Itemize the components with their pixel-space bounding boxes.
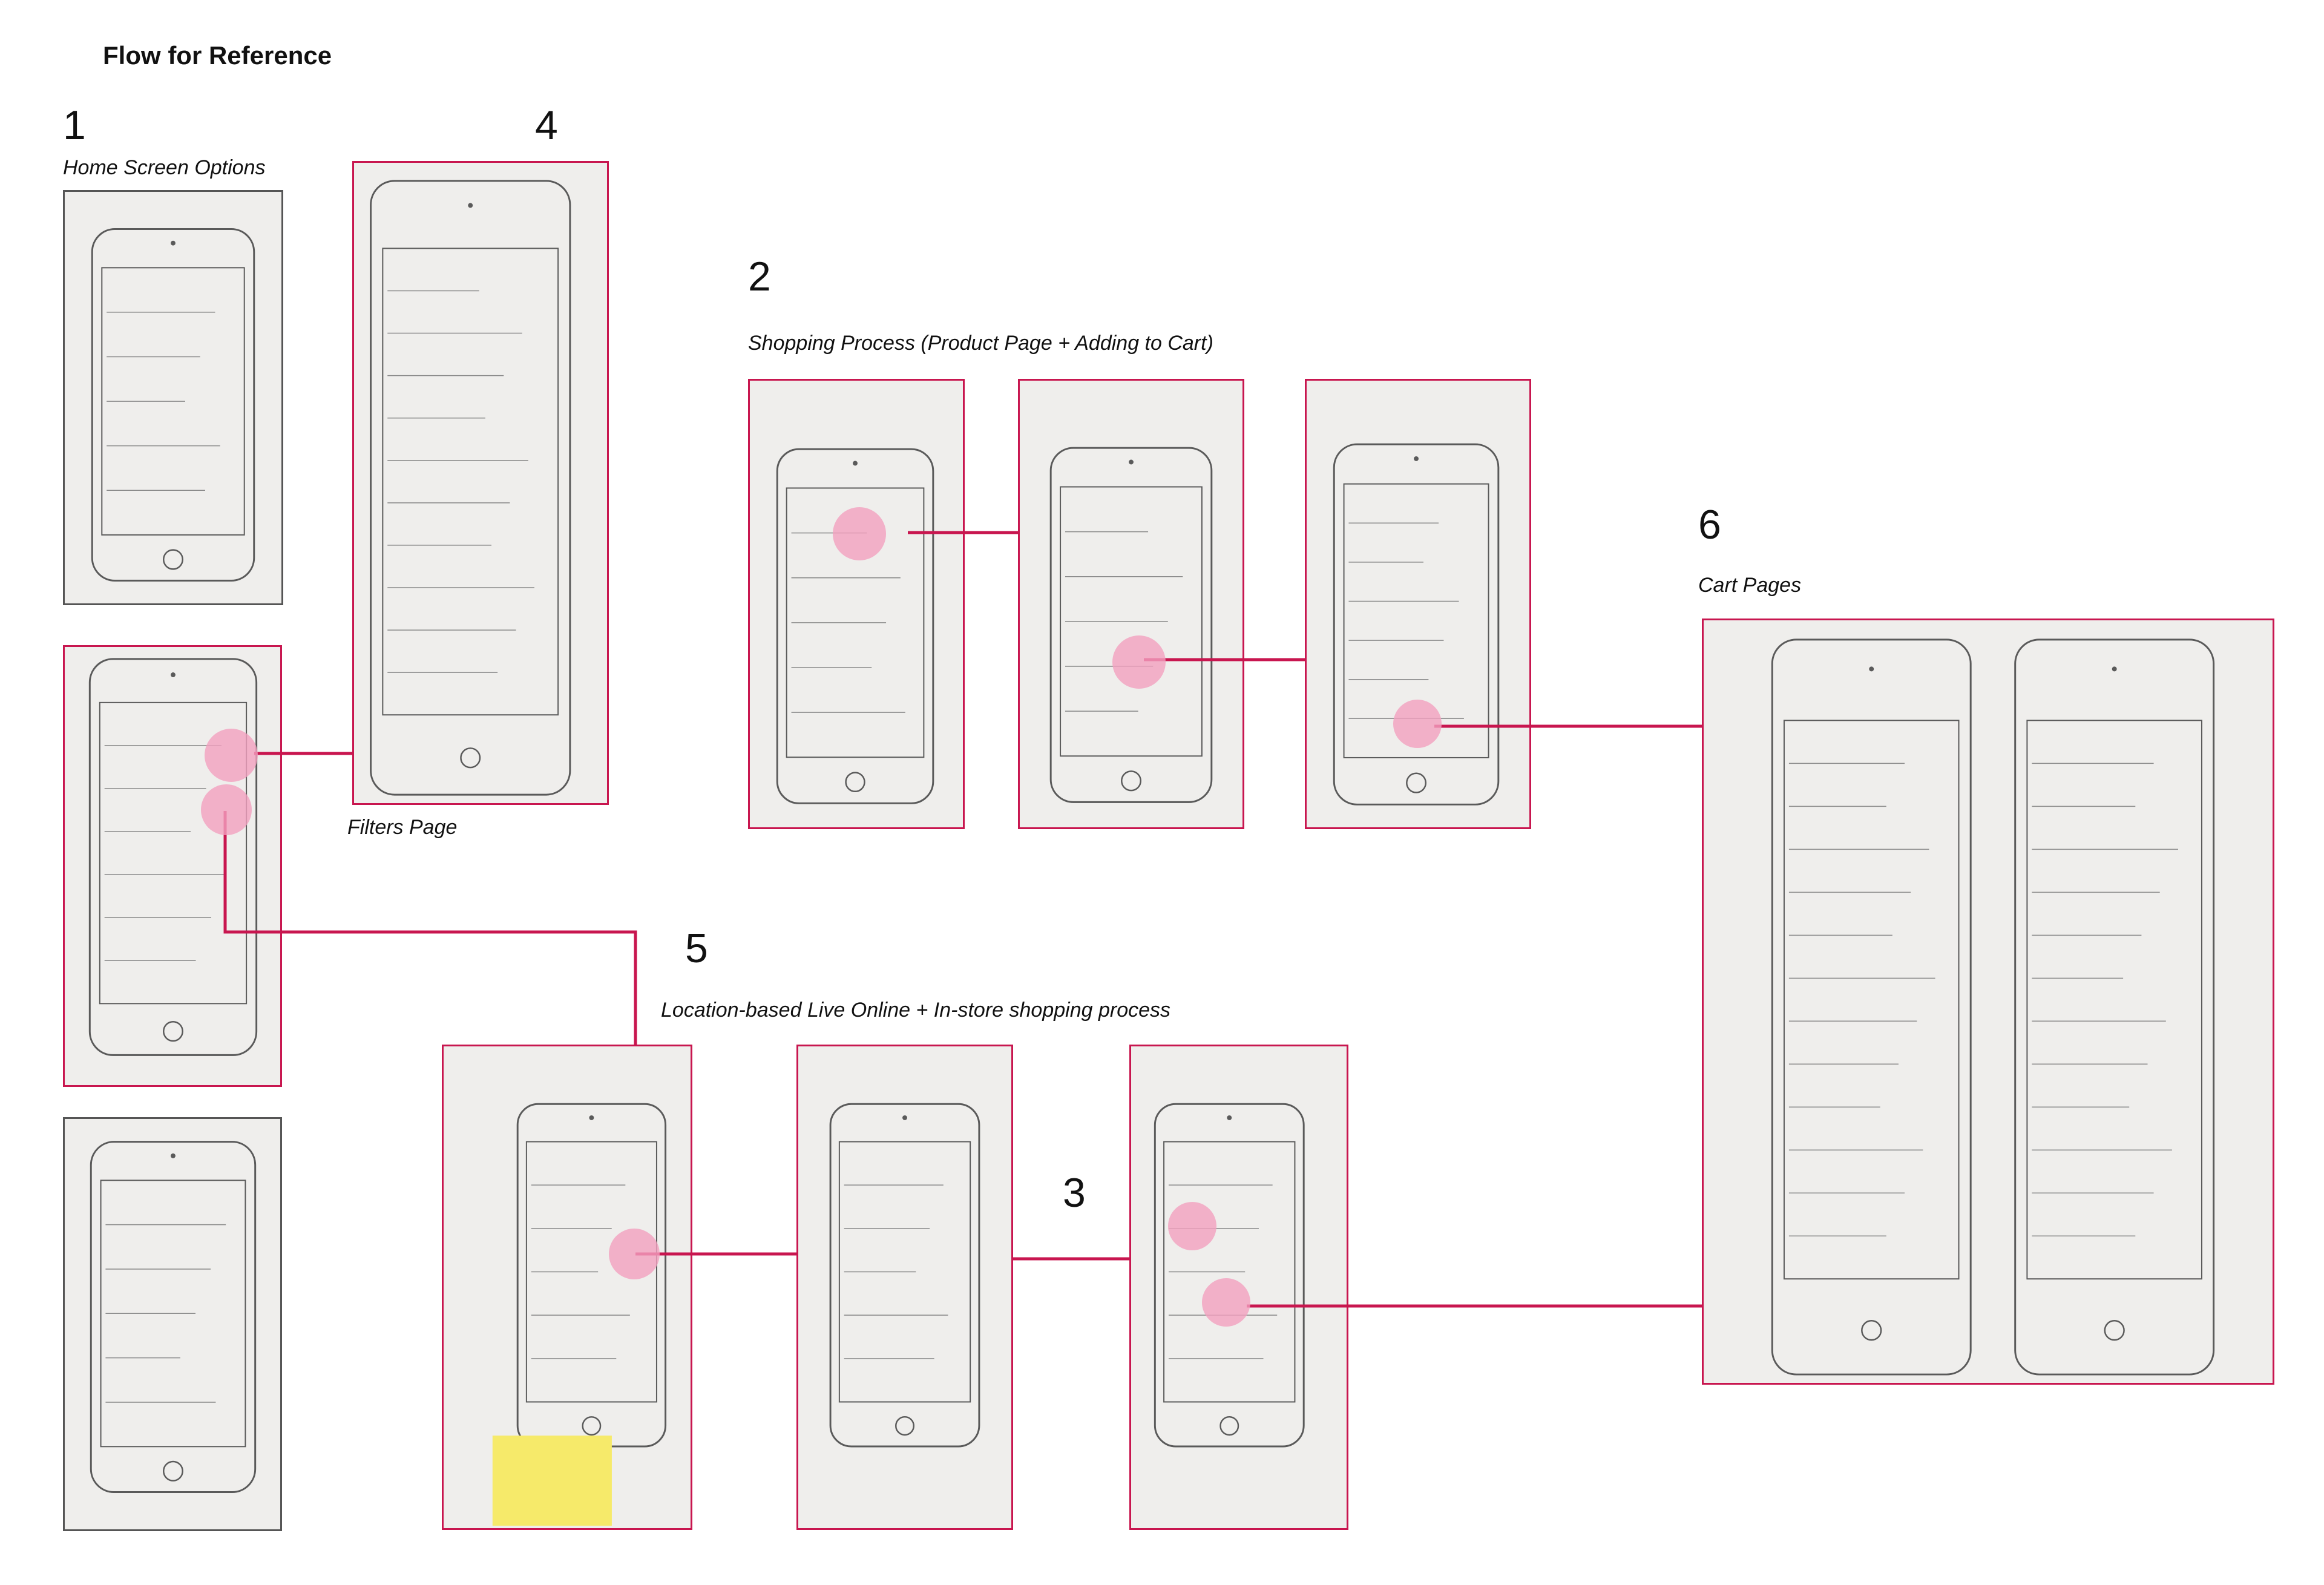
sketch-home-screen-c — [63, 1117, 282, 1531]
phone-outline — [1154, 1103, 1305, 1448]
section-number-2: 2 — [748, 254, 771, 300]
phone-outline — [1333, 443, 1500, 806]
sketch-product-detail-page — [1305, 379, 1531, 829]
phone-outline — [829, 1103, 980, 1448]
sticky-note — [492, 1436, 612, 1526]
sketch-filters-page — [352, 161, 609, 805]
section-caption-5: Location-based Live Online + In-store sh… — [661, 999, 1171, 1022]
section-number-1: 1 — [63, 102, 86, 148]
section-number-5: 5 — [685, 925, 708, 971]
section-number-6: 6 — [1698, 502, 1721, 548]
section-caption-1: Home Screen Options — [63, 156, 266, 179]
phone-outline — [776, 448, 934, 804]
phone-outline — [90, 1141, 257, 1494]
page-title: Flow for Reference — [103, 41, 332, 70]
phone-outline — [516, 1103, 667, 1448]
section-caption-2: Shopping Process (Product Page + Adding … — [748, 332, 1213, 355]
sketch-online-explore-view — [1129, 1045, 1348, 1530]
phone-outline — [91, 228, 255, 582]
sketch-home-screen-a — [63, 190, 283, 605]
section-caption-4: Filters Page — [347, 816, 458, 839]
phone-outline — [1049, 447, 1213, 803]
sketch-instore-map-view — [442, 1045, 692, 1530]
connector-home-to-instore — [223, 811, 637, 1045]
section-number-3: 3 — [1063, 1170, 1086, 1216]
phone-outline — [370, 180, 571, 796]
sketch-cart-pages — [1702, 619, 2274, 1385]
phone-outline — [2014, 638, 2215, 1376]
sketch-home-screen-b — [63, 645, 282, 1087]
section-number-4: 4 — [535, 102, 558, 148]
sketch-online-main-page — [748, 379, 965, 829]
phone-outline — [88, 658, 258, 1056]
sketch-instore-list-view — [796, 1045, 1013, 1530]
sketch-online-search-page — [1018, 379, 1244, 829]
phone-outline — [1771, 638, 1972, 1376]
section-caption-6: Cart Pages — [1698, 574, 1802, 597]
